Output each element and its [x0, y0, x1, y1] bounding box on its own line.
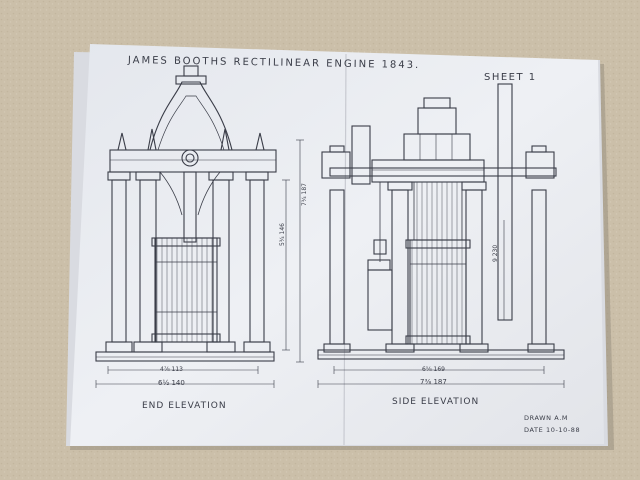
side-elevation-label: SIDE ELEVATION [392, 397, 480, 407]
sheet-number: SHEET 1 [484, 72, 537, 83]
side-outer-width-dimension: 7⅜ 187 [420, 378, 447, 386]
side-inner-width-dimension: 6⅝ 169 [422, 366, 445, 373]
side-elevation-drawing [317, 83, 565, 388]
booklet-page [70, 44, 604, 446]
date-label: DATE 10-10-88 [524, 426, 581, 434]
end-outer-width-dimension: 6½ 140 [158, 379, 185, 387]
end-inner-width-dimension: 4⅞ 113 [160, 366, 183, 373]
end-finials [117, 128, 265, 151]
end-elevation-drawing [95, 65, 304, 388]
end-elevation-label: END ELEVATION [142, 401, 227, 411]
end-overall-height-dimension: 7¾ 187 [301, 183, 308, 206]
end-column-height-dimension: 5¾ 146 [279, 223, 286, 246]
booklet-fold [343, 53, 347, 446]
drawn-by-label: DRAWN A.M [524, 414, 569, 422]
side-flywheel-dimension: 9 230 [492, 244, 499, 262]
